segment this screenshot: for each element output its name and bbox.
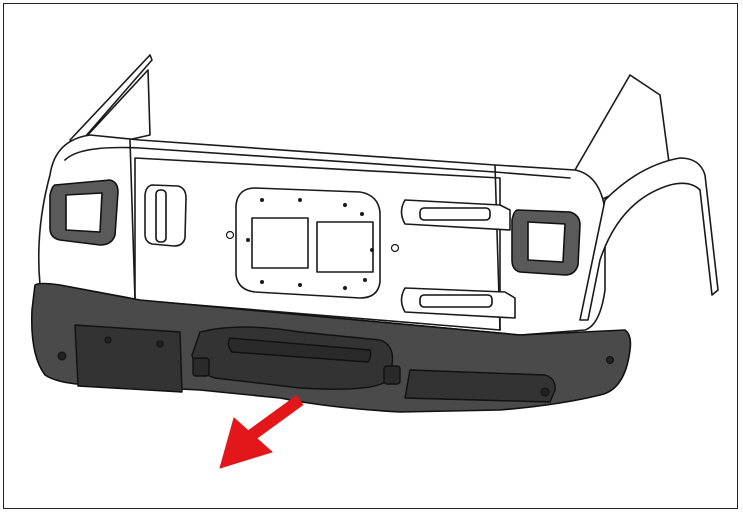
license-plate-pocket — [74, 324, 183, 393]
tailgate-handle-grip — [155, 189, 167, 243]
right-recovery-point — [383, 365, 401, 385]
mount-plate-bolts — [246, 198, 374, 290]
mount-plate-cutout-right — [316, 221, 374, 273]
lower-hinge-plate — [419, 294, 493, 308]
upper-hinge-plate — [419, 207, 491, 221]
left-seam-strap — [129, 139, 136, 301]
right-tail-lamp-lens — [527, 221, 566, 263]
bumper-right-pocket — [404, 369, 556, 403]
left-tail-lamp-lens — [65, 192, 103, 233]
removal-direction-arrow — [219, 395, 304, 469]
bumper-bolts — [57, 336, 614, 397]
body-top-edge — [64, 146, 571, 179]
mount-plate-cutout-left — [251, 217, 309, 269]
bumper-step-grip — [227, 337, 372, 363]
left-recovery-point — [192, 357, 210, 377]
tailgate-fastener-holes — [225, 230, 400, 253]
right-wheel-flare — [579, 157, 719, 321]
